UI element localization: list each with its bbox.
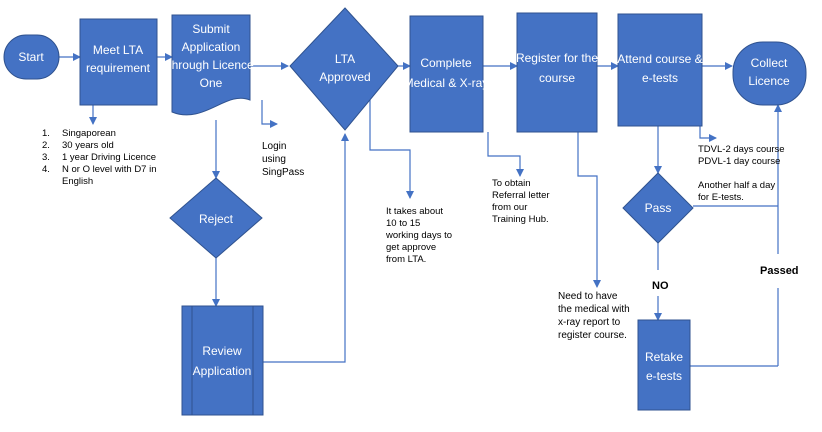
start-label: Start bbox=[18, 50, 44, 64]
start-node: Start bbox=[3, 34, 60, 80]
medreq-line-4: register course. bbox=[558, 330, 627, 341]
collect-licence-node: Collect Licence bbox=[732, 41, 807, 106]
register-label-1: Register for the bbox=[516, 51, 598, 65]
arrow-review-to-approved bbox=[263, 133, 349, 363]
attend-label-2: e-tests bbox=[642, 71, 678, 85]
half-day-note: Another half a day for E-tests. bbox=[698, 180, 775, 203]
req-text-3: 1 year Driving Licence bbox=[62, 152, 156, 163]
days-line-2: 10 to 15 bbox=[386, 218, 420, 229]
referral-note: To obtain Referral letter from our Train… bbox=[492, 178, 550, 225]
reject-label: Reject bbox=[199, 212, 234, 226]
register-label-2: course bbox=[539, 71, 575, 85]
req-text-4: N or O level with D7 in bbox=[62, 164, 157, 175]
submit-label-4: One bbox=[200, 76, 223, 90]
collect-label-1: Collect bbox=[751, 56, 788, 70]
review-application-node: Review Application bbox=[181, 305, 264, 416]
days-line-5: from LTA. bbox=[386, 254, 426, 265]
days-line-1: It takes about bbox=[386, 206, 443, 217]
submit-label-1: Submit bbox=[192, 22, 230, 36]
req-num-2: 2. bbox=[42, 140, 50, 151]
req-text-5: English bbox=[62, 176, 93, 187]
connectors bbox=[59, 53, 782, 367]
days-line-4: get approve bbox=[386, 242, 436, 253]
req-num-3: 3. bbox=[42, 152, 50, 163]
req-num-1: 1. bbox=[42, 128, 50, 139]
login-line-2: using bbox=[262, 154, 286, 165]
meet-lta-label-1: Meet LTA bbox=[93, 43, 143, 57]
review-label-1: Review bbox=[202, 344, 242, 358]
retake-label-1: Retake bbox=[645, 350, 683, 364]
login-line-1: Login bbox=[262, 141, 286, 152]
medreq-line-1: Need to have bbox=[558, 291, 618, 302]
course-line-2: PDVL-1 day course bbox=[698, 156, 780, 167]
referral-line-4: Training Hub. bbox=[492, 214, 549, 225]
submit-application-node: Submit Application through Licence One bbox=[168, 14, 254, 116]
lta-approved-node: LTA Approved bbox=[289, 7, 399, 131]
passed-label: Passed bbox=[760, 265, 799, 277]
arrow-attend-to-course-note bbox=[699, 126, 717, 142]
pass-node: Pass bbox=[622, 172, 694, 244]
arrow-approved-to-days-note bbox=[369, 100, 414, 199]
retake-label-2: e-tests bbox=[646, 369, 682, 383]
referral-line-1: To obtain bbox=[492, 178, 531, 189]
retake-node: Retake e-tests bbox=[637, 319, 691, 411]
working-days-note: It takes about 10 to 15 working days to … bbox=[385, 206, 452, 265]
login-note: Login using SingPass bbox=[262, 141, 304, 178]
medreq-line-2: the medical with bbox=[558, 304, 630, 315]
requirements-list: 1. Singaporean 2. 30 years old 3. 1 year… bbox=[42, 128, 157, 187]
medical-requirement-note: Need to have the medical with x-ray repo… bbox=[558, 291, 630, 341]
submit-label-3: through Licence bbox=[168, 58, 254, 72]
req-text-2: 30 years old bbox=[62, 140, 114, 151]
collect-label-2: Licence bbox=[748, 74, 790, 88]
halfday-line-1: Another half a day bbox=[698, 180, 775, 191]
course-line-1: TDVL-2 days course bbox=[698, 144, 785, 155]
medical-node: Complete Medical & X-ray bbox=[404, 15, 489, 133]
review-label-2: Application bbox=[193, 364, 252, 378]
req-text-1: Singaporean bbox=[62, 128, 116, 139]
login-line-3: SingPass bbox=[262, 167, 304, 178]
attend-node: Attend course & e-tests bbox=[617, 13, 703, 127]
no-label: NO bbox=[652, 280, 669, 292]
referral-line-2: Referral letter bbox=[492, 190, 550, 201]
referral-line-3: from our bbox=[492, 202, 527, 213]
arrow-medical-to-referral bbox=[487, 132, 524, 177]
arrow-submit-to-login bbox=[261, 100, 278, 128]
submit-label-2: Application bbox=[182, 40, 241, 54]
halfday-line-2: for E-tests. bbox=[698, 192, 744, 203]
medical-label-1: Complete bbox=[420, 56, 472, 70]
medreq-line-3: x-ray report to bbox=[558, 317, 621, 328]
attend-label-1: Attend course & bbox=[617, 52, 702, 66]
meet-lta-node: Meet LTA requirement bbox=[79, 18, 158, 106]
meet-lta-label-2: requirement bbox=[86, 61, 151, 75]
register-node: Register for the course bbox=[516, 12, 598, 133]
days-line-3: working days to bbox=[385, 230, 452, 241]
lta-approved-label-2: Approved bbox=[319, 70, 370, 84]
arrow-register-to-medical-note bbox=[577, 132, 601, 288]
req-num-4: 4. bbox=[42, 164, 50, 175]
pass-label: Pass bbox=[645, 201, 672, 215]
medical-label-2: Medical & X-ray bbox=[404, 76, 489, 90]
reject-node: Reject bbox=[169, 177, 263, 259]
lta-approved-label-1: LTA bbox=[335, 52, 355, 66]
course-days-note: TDVL-2 days course PDVL-1 day course bbox=[698, 144, 785, 167]
